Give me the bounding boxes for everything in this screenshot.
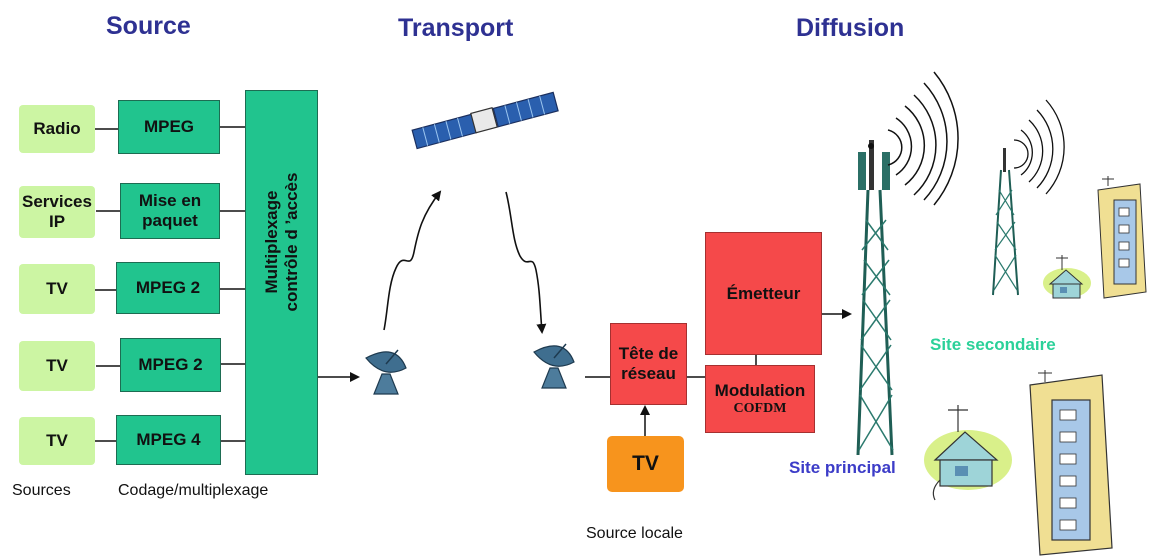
local-tv-box: TV (607, 436, 684, 492)
label-site-secondaire: Site secondaire (930, 335, 1056, 354)
dish-antenna-icon (533, 343, 575, 389)
uplink-wave-arrow (383, 190, 442, 331)
modulation-type: COFDM (733, 400, 787, 416)
source-tv-2: TV (19, 341, 95, 391)
multiplexer-label: Multiplexage contrôle d ’accès (258, 144, 306, 340)
satellite-icon (411, 91, 559, 150)
downlink-wave-arrow (505, 191, 547, 334)
source-radio: Radio (19, 105, 95, 153)
multiplexer-label-line2: contrôle d ’accès (282, 172, 301, 312)
header-transport: Transport (398, 14, 514, 42)
source-services-ip: Services IP (19, 186, 95, 238)
codec-mise-en-paquet: Mise en paquet (120, 183, 220, 239)
header-diffusion: Diffusion (796, 14, 905, 42)
label-source-locale: Source locale (586, 525, 683, 542)
source-tv-3: TV (19, 417, 95, 465)
label-codage-multiplexage: Codage/multiplexage (118, 482, 269, 499)
source-tv-1: TV (19, 264, 95, 314)
dish-antenna-icon (365, 349, 407, 395)
codec-mpeg4: MPEG 4 (116, 415, 221, 465)
modulation-label: Modulation (714, 381, 806, 401)
header-source: Source (106, 12, 191, 40)
codec-mpeg2-b: MPEG 2 (120, 338, 221, 392)
transmission-tower-icon (856, 71, 959, 456)
codec-mpeg: MPEG (118, 100, 220, 154)
house-icon (924, 405, 1012, 501)
modulation-box: Modulation COFDM (705, 365, 815, 433)
house-icon (1043, 255, 1091, 299)
apartment-building-icon (1029, 370, 1113, 556)
head-end-box: Tête de réseau (610, 323, 687, 405)
label-site-principal: Site principal (789, 458, 896, 477)
apartment-building-icon (1097, 176, 1147, 299)
multiplexer-block (245, 90, 318, 475)
multiplexer-label-line1: Multiplexage (261, 190, 281, 294)
label-sources: Sources (12, 482, 71, 499)
codec-mpeg2-a: MPEG 2 (116, 262, 220, 314)
emitter-box: Émetteur (705, 232, 822, 355)
transmission-tower-icon (992, 99, 1065, 296)
